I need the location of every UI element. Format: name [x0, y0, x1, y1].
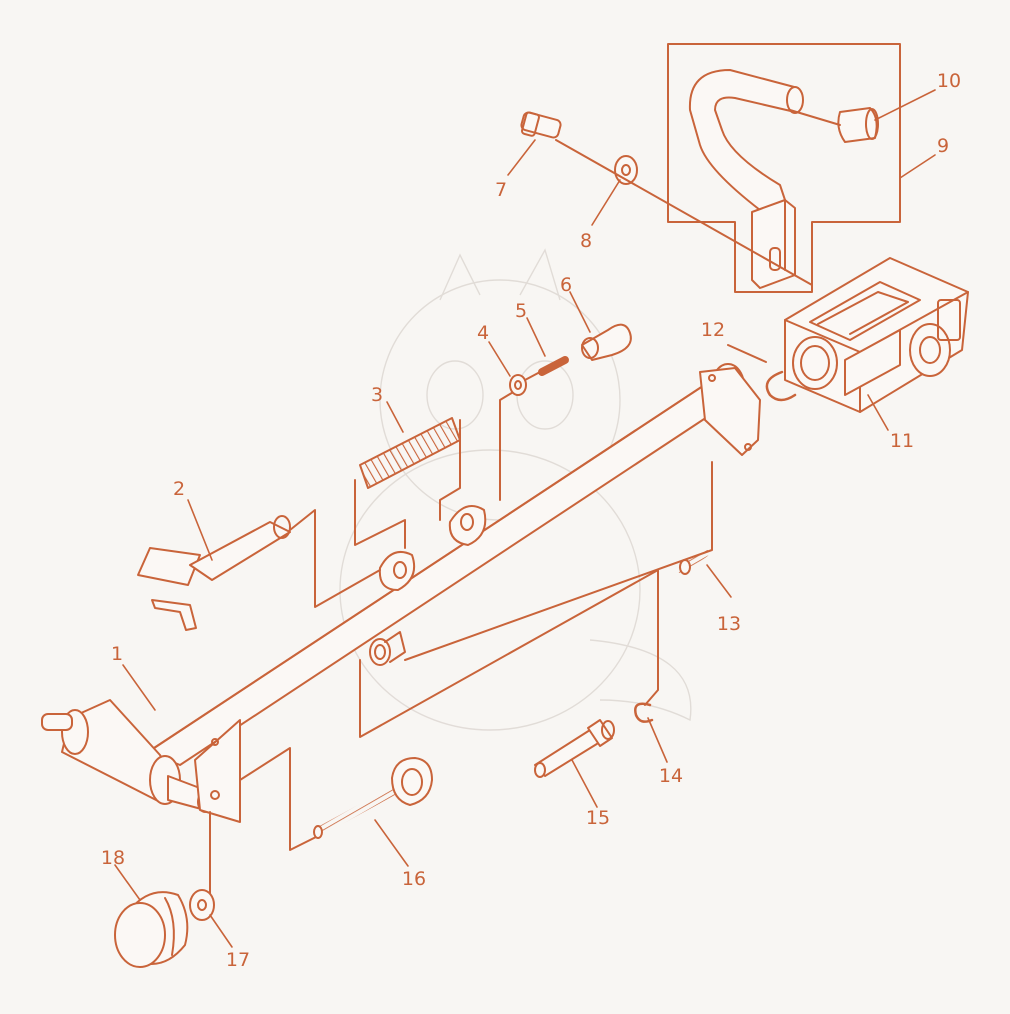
callout-2: 2	[173, 478, 185, 500]
callout-18: 18	[101, 847, 125, 869]
callout-9: 9	[937, 135, 949, 157]
background-watermark	[339, 248, 692, 731]
drawing	[41, 43, 969, 968]
part-17-washer	[189, 889, 215, 921]
part-7-screw	[520, 111, 562, 139]
handle-frame-box	[667, 43, 901, 293]
callout-3: 3	[371, 384, 383, 406]
part-15-plunger	[534, 719, 615, 778]
callout-12: 12	[701, 319, 725, 341]
collars	[378, 505, 487, 591]
part-13-screw	[678, 549, 709, 575]
callout-labels: 1 2 3 4 5 6 7 8 9 10 11 12 13 14 15 16 1…	[101, 70, 961, 971]
part-5-set-screw	[538, 356, 569, 376]
callout-13: 13	[717, 613, 741, 635]
part-11-housing	[784, 257, 969, 413]
callout-15: 15	[586, 807, 610, 829]
callout-11: 11	[890, 430, 914, 452]
part-18-end-cap	[114, 891, 189, 968]
part-1-main-tube	[41, 363, 761, 823]
part-4-washer	[509, 374, 527, 396]
callout-5: 5	[515, 300, 527, 322]
part-3-spring	[359, 417, 461, 489]
callout-8: 8	[580, 230, 592, 252]
callout-7: 7	[495, 179, 507, 201]
part-16-clamp-screw	[313, 757, 433, 839]
callout-1: 1	[111, 643, 123, 665]
callout-16: 16	[402, 868, 426, 890]
part-10-end-cap	[837, 107, 879, 143]
part-12-retaining-ring	[765, 370, 797, 402]
gear-detail	[369, 631, 406, 666]
callout-6: 6	[560, 274, 572, 296]
part-14-clip	[634, 702, 654, 723]
part-9-handle	[688, 69, 804, 289]
callout-4: 4	[477, 322, 489, 344]
callout-17: 17	[226, 949, 250, 971]
part-2-latch-pin	[137, 515, 291, 631]
callout-10: 10	[937, 70, 961, 92]
part-6-knob	[581, 323, 632, 361]
callout-14: 14	[659, 765, 683, 787]
callout-leaders	[114, 89, 936, 948]
